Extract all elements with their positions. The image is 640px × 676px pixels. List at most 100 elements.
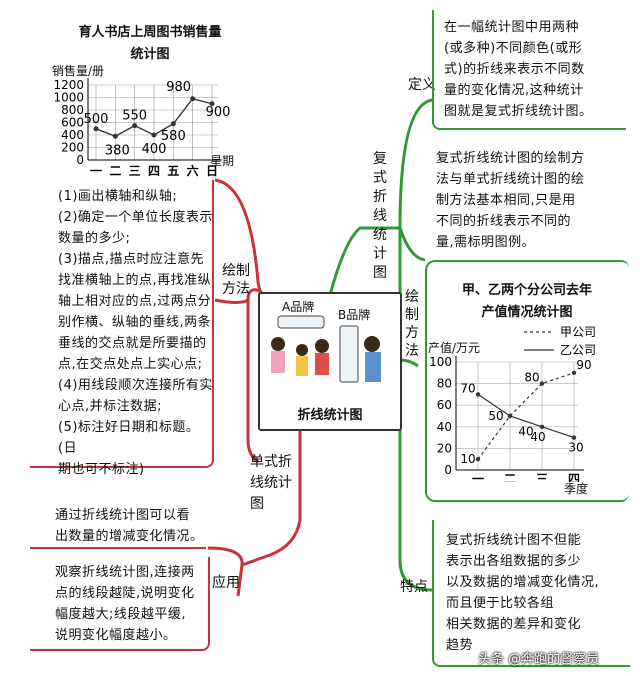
brand-b-label: B品牌 xyxy=(338,308,371,322)
application-text-2: 观察折线统计图,连接两 点的线段越陡,说明变化 幅度越大;线段越平缓, 说明变化… xyxy=(55,562,215,646)
feat-line3: 以及数据的增减变化情况, xyxy=(446,575,600,590)
draw-line2: 法与单式折线统计图的绘 xyxy=(436,172,585,187)
chart1-point xyxy=(209,101,215,107)
branch-feature xyxy=(398,228,433,592)
chart1-y-tick: 600 xyxy=(61,116,84,130)
chart1-y-label: 销售量/册 xyxy=(52,64,105,78)
def-line4: 量的变化情况,这种统计 xyxy=(444,83,584,98)
chart2-y-tick: 80 xyxy=(437,377,452,391)
chart1-y-tick: 400 xyxy=(61,128,84,142)
chart2-x-tick: 二 xyxy=(504,472,516,482)
step-line: 点,在交点处点上实心点; xyxy=(58,357,203,372)
step-line: 找准横轴上的点,再找准纵 xyxy=(58,273,212,288)
steps-text: (1)画出横轴和纵轴;(2)确定一个单位长度表示数量的多少;(3)描点,描点时应… xyxy=(58,186,218,480)
feat-line6: 趋势 xyxy=(446,638,474,653)
definition-label: 定义 xyxy=(408,77,436,93)
chart2-point xyxy=(539,424,545,429)
draw-line4: 不同的折线表示不同的 xyxy=(436,214,572,229)
branch-application xyxy=(207,546,244,597)
chart2-title: 甲、乙两个分公司去年 产值情况统计图 xyxy=(432,280,622,324)
chart1-x-tick: 五 xyxy=(167,164,179,178)
chart1-x-tick: 六 xyxy=(187,163,199,178)
def-line5: 图就是复式折线统计图。 xyxy=(444,104,593,119)
chart1-point xyxy=(170,121,176,127)
single-label-1: 单式折 xyxy=(250,454,292,470)
cdl-1: 绘 xyxy=(405,289,419,305)
center-title: 折线统计图 xyxy=(297,408,363,423)
app2-line2: 点的线段越陡,说明变化 xyxy=(55,586,195,601)
app2-line3: 幅度越大;线段越平缓, xyxy=(55,607,187,622)
draw-line1: 复式折线统计图的绘制方 xyxy=(436,151,585,166)
steps-box xyxy=(30,180,214,468)
chart2-y-label: 产值/万元 xyxy=(428,341,481,355)
shopping-illustration xyxy=(271,315,381,383)
application-box-1 xyxy=(30,505,206,549)
def-line2: (或多种)不同颜色(或形 xyxy=(444,41,583,56)
step-line: (5)标注好日期和标题。(日 xyxy=(58,420,200,456)
chart1-data-label: 400 xyxy=(142,142,167,157)
chart1-data-label: 900 xyxy=(206,105,230,120)
compound-label-1: 复式 xyxy=(373,151,387,186)
step-line: 期也可不标注) xyxy=(58,462,145,477)
step-line: (3)描点,描点时应注意先 xyxy=(58,252,205,267)
single-label-3: 图 xyxy=(250,496,264,512)
compound-chart-box xyxy=(425,260,629,502)
chart1-data-label: 580 xyxy=(161,129,186,144)
chart1-y-tick: 0 xyxy=(76,153,84,167)
chart1-x-tick: 二 xyxy=(109,164,121,178)
chart2-y-tick: 0 xyxy=(444,463,452,477)
chart2-point xyxy=(507,413,513,419)
chart1-y-tick: 1200 xyxy=(53,78,84,92)
chart2-point xyxy=(475,457,481,462)
feat-line5: 相关数据的差异和变化 xyxy=(446,617,582,632)
feature-box xyxy=(432,520,630,667)
app1-line2: 出数量的增减变化情况。 xyxy=(55,529,204,544)
compound-chart-label: 复式 折线 统计 图 xyxy=(370,150,390,283)
draw-line3: 制方法基本相同,只是用 xyxy=(436,193,576,208)
feature-label: 特点 xyxy=(400,579,428,595)
center-node: A品牌 B品牌 折线统计图 xyxy=(258,292,402,431)
chart2-title-line2: 产值情况统计图 xyxy=(481,305,573,320)
chart2-y-tick: 100 xyxy=(430,355,452,369)
draw-line5: 量,需标明图例。 xyxy=(436,235,536,250)
branch-definition xyxy=(398,98,433,229)
chart1-x-label: 星期 xyxy=(210,154,235,168)
chart2-data-label: 70 xyxy=(460,381,475,395)
chart1-data-label: 550 xyxy=(122,109,147,124)
chart2-data-label: 50 xyxy=(488,409,503,423)
feat-line4: 而且便于比较各组 xyxy=(446,596,555,611)
step-line: (1)画出横轴和纵轴; xyxy=(58,189,178,204)
chart2-data-label: 10 xyxy=(460,452,475,466)
air-conditioner-a xyxy=(277,315,325,329)
step-line: (4)用线段顺次连接所有实 xyxy=(58,378,213,393)
branch-compound-main xyxy=(328,226,400,296)
single-drawing-label: 绘制 方法 xyxy=(222,262,250,298)
chart2-title-line1: 甲、乙两个分公司去年 xyxy=(461,283,592,298)
chart1-title-line1: 育人书店上周图书销售量 xyxy=(78,25,222,40)
chart2-point xyxy=(571,435,577,440)
cdl-2: 制 xyxy=(405,307,419,323)
chart2-point xyxy=(571,370,577,375)
application-label: 应用 xyxy=(212,575,240,591)
chart1-svg: 020040060080010001200一二三四五六日500380550400… xyxy=(53,78,230,178)
step-line: 心点,并标注数据; xyxy=(58,399,163,414)
chart1-point xyxy=(151,132,157,138)
chart1-point xyxy=(132,123,138,129)
application-box-2 xyxy=(30,557,210,651)
cdl-3: 方 xyxy=(405,325,419,341)
chart2-data-label: 90 xyxy=(576,358,591,372)
single-drawing-label-1: 绘制 xyxy=(222,263,250,279)
single-drawing-label-2: 方法 xyxy=(222,281,250,297)
single-chart-label: 单式折 线统计 图 xyxy=(250,452,300,515)
compound-label-4: 图 xyxy=(373,265,387,281)
chart1-point xyxy=(112,133,118,139)
chart2-y-tick: 60 xyxy=(437,398,452,412)
branch-single-main xyxy=(241,425,302,567)
chart2-series-line xyxy=(477,393,575,439)
definition-box xyxy=(432,10,626,130)
chart2-x-label: 季度 xyxy=(564,482,589,496)
feat-line1: 复式折线统计图不但能 xyxy=(446,533,582,548)
chart1-data-label: 500 xyxy=(84,112,109,127)
chart2-svg: 020406080100一二三四1050809070403040 xyxy=(430,355,592,482)
